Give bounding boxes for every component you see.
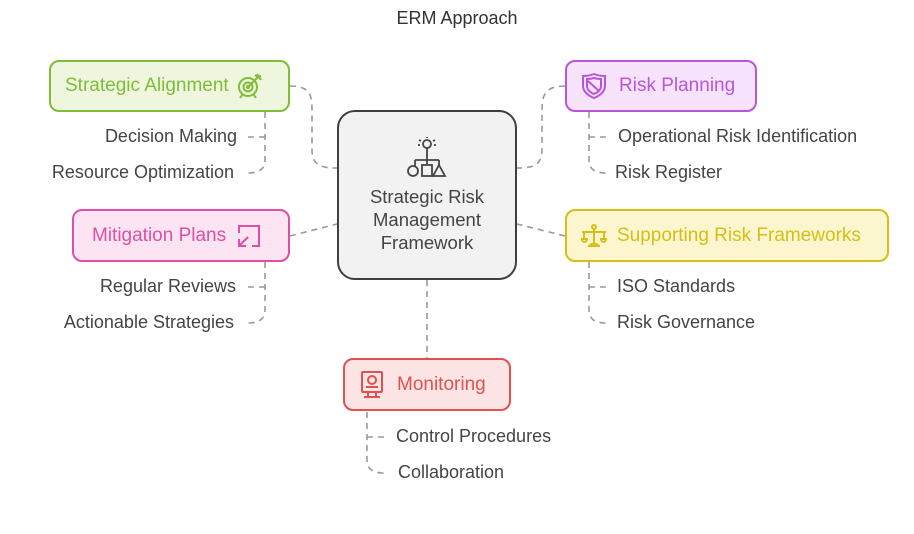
connector-supporting-frameworks — [516, 223, 566, 237]
center-label: Strategic Risk Management Framework — [369, 186, 485, 253]
leaf-operational-risk-identification: Operational Risk Identification — [618, 126, 858, 146]
center-node[interactable]: Strategic Risk Management Framework — [337, 110, 517, 280]
idea-hierarchy-icon — [405, 136, 449, 185]
monitor-icon — [357, 370, 387, 400]
branch-label: Risk Planning — [619, 75, 736, 96]
leaf-resource-optimization: Resource Optimization — [51, 162, 234, 182]
branch-supporting-risk-frameworks[interactable]: Supporting Risk Frameworks — [565, 209, 889, 262]
leaf-regular-reviews: Regular Reviews — [99, 276, 236, 296]
leaf-risk-register: Risk Register — [615, 162, 723, 182]
leaf-collaboration: Collaboration — [398, 462, 505, 482]
resize-arrow-icon — [234, 221, 264, 251]
leaf-control-procedures: Control Procedures — [396, 426, 552, 446]
shield-icon — [579, 71, 609, 101]
branch-label: Monitoring — [397, 373, 486, 395]
scale-icon — [579, 221, 609, 251]
branch-mitigation-plans[interactable]: Mitigation Plans — [72, 209, 290, 262]
leaf-actionable-strategies: Actionable Strategies — [63, 312, 234, 332]
connector-mitigation-plans — [289, 223, 338, 237]
branch-label: Strategic Alignment — [65, 75, 229, 96]
leaf-risk-governance: Risk Governance — [617, 312, 756, 332]
target-arrow-icon — [235, 71, 265, 101]
branch-risk-planning[interactable]: Risk Planning — [565, 60, 757, 112]
leaf-decision-making: Decision Making — [104, 126, 237, 146]
branch-monitoring[interactable]: Monitoring — [343, 358, 511, 411]
branch-label: Supporting Risk Frameworks — [617, 224, 861, 246]
connector-strategic-alignment — [289, 85, 338, 169]
diagram-title: ERM Approach — [396, 8, 518, 28]
leaf-iso-standards: ISO Standards — [617, 276, 736, 296]
connector-risk-planning — [516, 85, 566, 169]
branch-label: Mitigation Plans — [92, 224, 227, 246]
branch-strategic-alignment[interactable]: Strategic Alignment — [49, 60, 290, 112]
